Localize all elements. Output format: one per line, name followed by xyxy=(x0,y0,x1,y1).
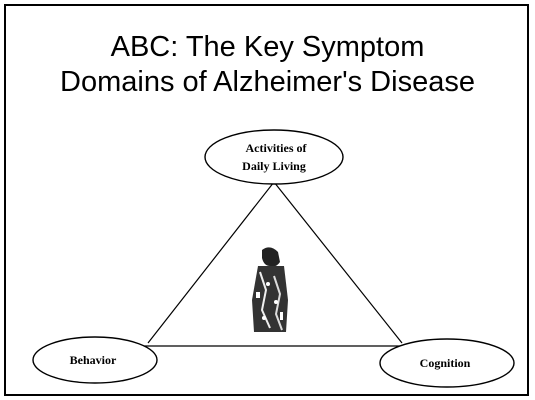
node-top-label-1: Activities of xyxy=(246,141,308,155)
node-right-label: Cognition xyxy=(420,356,471,370)
node-activities-daily-living: Activities of Daily Living xyxy=(205,130,343,184)
node-top-label-2: Daily Living xyxy=(242,159,306,173)
node-behavior: Behavior xyxy=(33,337,157,383)
edge-top-right xyxy=(274,182,402,343)
node-cognition: Cognition xyxy=(380,339,514,387)
node-left-label: Behavior xyxy=(70,353,117,367)
portrait-image xyxy=(252,246,288,334)
